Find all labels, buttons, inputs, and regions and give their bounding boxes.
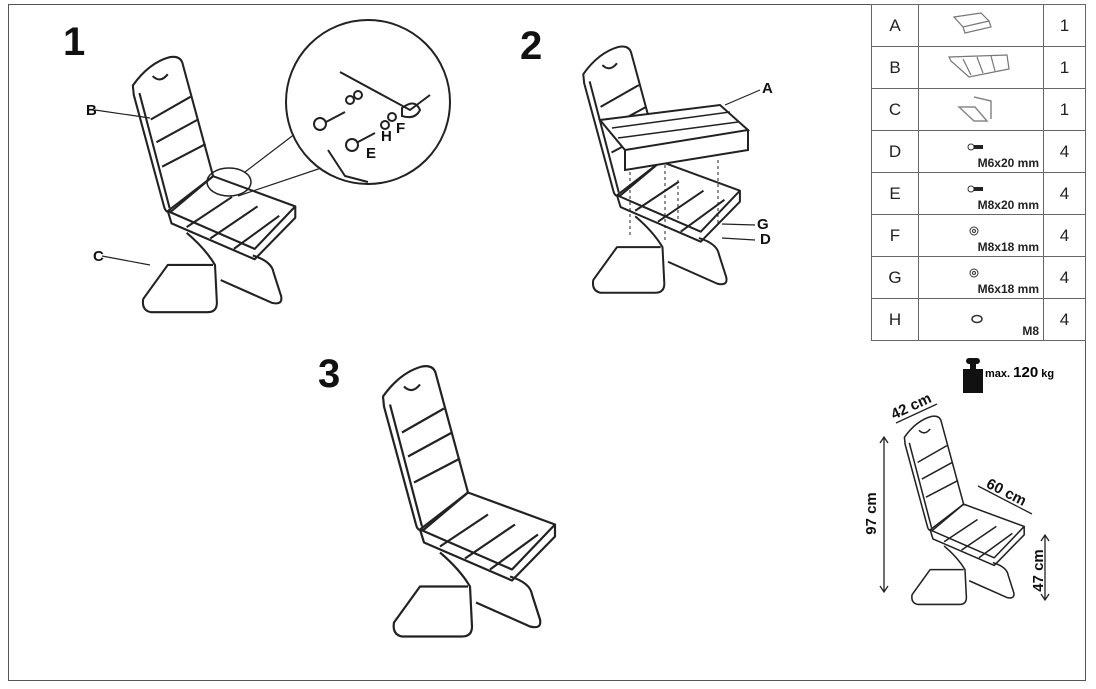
parts-row-g: G M6x18 mm 4 [871,256,1086,299]
dim-height: 97 cm [862,492,880,535]
bolt-icon [967,143,983,151]
part-picture [918,46,1044,89]
part-letter: F [871,214,919,257]
hardware-detail [313,71,431,183]
part-size: M6x20 mm [977,156,1039,170]
part-size: M8x18 mm [977,240,1039,254]
parts-row-c: C 1 [871,88,1086,131]
part-picture: M8 [918,298,1044,341]
part-qty: 4 [1043,130,1086,173]
label-c: C [93,248,104,265]
parts-row-h: H M8 4 [871,298,1086,341]
label-b: B [86,102,97,119]
max-load-prefix: max. [985,368,1011,380]
chair-dimensions [903,415,1025,606]
detail-circle-small [206,167,252,197]
frame-icon [957,96,992,122]
part-letter: C [871,88,919,131]
part-qty: 4 [1043,214,1086,257]
part-letter: E [871,172,919,215]
part-qty: 4 [1043,256,1086,299]
part-letter: A [871,4,919,47]
max-load: max. 120 kg [985,364,1054,381]
page-border [8,4,1086,681]
step-number-2: 2 [520,24,543,68]
part-picture: M6x20 mm [918,130,1044,173]
label-f: F [396,120,406,137]
max-load-unit: kg [1041,368,1055,380]
detail-circle [285,19,451,185]
part-qty: 4 [1043,172,1086,215]
part-size: M8 [1022,324,1039,338]
label-d: D [760,231,771,248]
weight-icon [963,358,983,393]
part-picture [918,88,1044,131]
washer-icon [969,226,979,236]
seat-icon [952,12,992,34]
part-picture: M8x20 mm [918,172,1044,215]
max-load-value: 120 [1013,364,1039,381]
parts-row-e: E M8x20 mm 4 [871,172,1086,215]
label-e: E [366,145,377,162]
parts-row-f: F M8x18 mm 4 [871,214,1086,257]
label-a: A [762,80,773,97]
parts-row-b: B 1 [871,46,1086,89]
bolt-icon [967,185,983,193]
chair-step3 [381,365,557,638]
spring-washer-icon [971,314,983,324]
part-picture: M6x18 mm [918,256,1044,299]
step-number-1: 1 [63,20,86,64]
part-letter: D [871,130,919,173]
backrest-icon [948,54,1010,78]
part-picture: M8x18 mm [918,214,1044,257]
part-letter: H [871,298,919,341]
label-h: H [381,128,392,145]
dimension-arrows [879,403,1050,602]
part-picture [918,4,1044,47]
part-qty: 1 [1043,46,1086,89]
part-size: M8x20 mm [977,198,1039,212]
part-qty: 4 [1043,298,1086,341]
washer-icon [969,268,979,278]
part-qty: 1 [1043,4,1086,47]
parts-row-d: D M6x20 mm 4 [871,130,1086,173]
parts-row-a: A 1 [871,4,1086,47]
part-size: M6x18 mm [977,282,1039,296]
chair-step2 [582,45,741,294]
step-number-3: 3 [318,352,341,396]
dim-seat-height: 47 cm [1029,549,1047,592]
part-letter: G [871,256,919,299]
seat-part-a [598,103,751,172]
part-letter: B [871,46,919,89]
label-g: G [757,216,769,233]
part-qty: 1 [1043,88,1086,131]
